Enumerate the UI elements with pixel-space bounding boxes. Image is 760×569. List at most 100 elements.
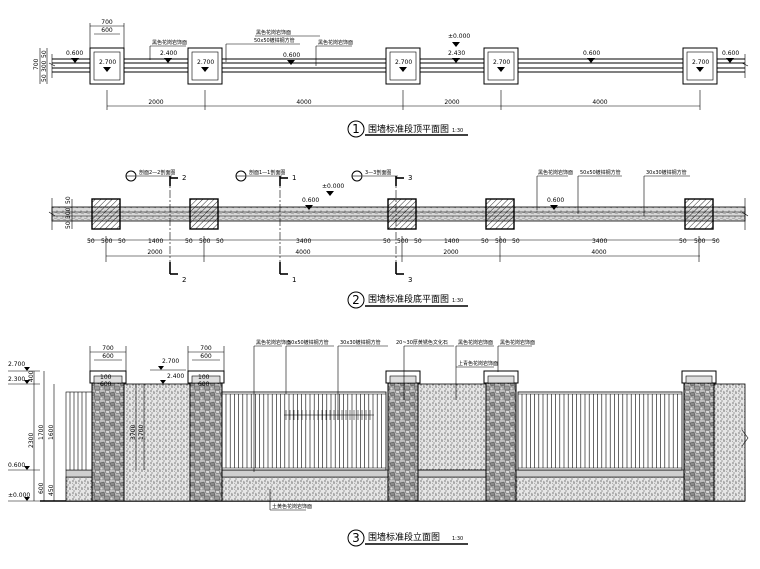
plan1-cap-5: 2.700 bbox=[692, 59, 709, 66]
plan1-elev-zero: ±0.000 bbox=[448, 33, 470, 40]
plan1-cap-3: 2.700 bbox=[395, 59, 412, 66]
left-dim-50b: 50 bbox=[41, 74, 48, 82]
plan2-span-1: 2000 bbox=[147, 249, 162, 256]
elev-mid-2400: 2.400 bbox=[167, 373, 184, 380]
elev-label-2: 50x50镀锌钢方管 bbox=[288, 339, 329, 346]
elev-top-dim-2: 600 bbox=[102, 353, 114, 360]
elev-label-5: 黑色花岗岩饰面 bbox=[458, 339, 493, 346]
cut-mark-2-bottom: 2 bbox=[182, 276, 186, 284]
plan2-title-number: 2 bbox=[352, 293, 360, 307]
elev-scale: 1:30 bbox=[452, 536, 463, 542]
plan1-label-mid: 50x50镀锌钢方管 bbox=[254, 37, 295, 44]
cut-mark-3-bottom: 3 bbox=[408, 276, 412, 284]
left-dim-700: 700 bbox=[33, 58, 40, 70]
cut-mark-1-bottom: 1 bbox=[292, 276, 296, 284]
sub-dim-2: 500 bbox=[101, 238, 113, 245]
elev-top-dim-3: 700 bbox=[200, 345, 212, 352]
sub-dim-11: 50 bbox=[414, 238, 422, 245]
elev-left-dim-600: 600 bbox=[38, 482, 45, 494]
plan1-span-2: 4000 bbox=[296, 99, 311, 106]
sub-dim-19: 50 bbox=[712, 238, 720, 245]
sub-dim-15: 50 bbox=[512, 238, 520, 245]
elev-left-zero: ±0.000 bbox=[8, 492, 30, 499]
elev-label-1: 黑色花岗岩饰面 bbox=[256, 339, 291, 346]
section-ref-1: 剖面1—1剖面图 bbox=[249, 169, 285, 176]
plan2-elev-wall-2: 0.600 bbox=[547, 197, 564, 204]
elev-left-dim-400: 400 bbox=[28, 370, 35, 382]
sub-dim-18: 500 bbox=[694, 238, 706, 245]
plan1-span-3: 2000 bbox=[444, 99, 459, 106]
pier-cap-dim-2: 600 bbox=[100, 381, 112, 388]
plan2-span-2: 4000 bbox=[295, 249, 310, 256]
plan1-elev-wall-4: 2.430 bbox=[448, 50, 465, 57]
plan1-label-left: 黑色花岗岩饰面 bbox=[152, 39, 187, 46]
left-dim-300: 300 bbox=[41, 60, 48, 72]
elev-label-3: 30x30镀锌钢方管 bbox=[340, 339, 381, 346]
plan2-elev-zero: ±0.000 bbox=[322, 183, 344, 190]
elev-left-dim-450: 450 bbox=[48, 484, 55, 496]
section-ref-3: 3—3剖面图 bbox=[365, 169, 391, 176]
sub-dim-14: 500 bbox=[495, 238, 507, 245]
sub-dim-9: 50 bbox=[383, 238, 391, 245]
cut-mark-3-top: 3 bbox=[408, 174, 412, 182]
plan2-scale: 1:30 bbox=[452, 298, 463, 304]
elev-top-dim-1: 700 bbox=[102, 345, 114, 352]
sub-dim-5: 50 bbox=[185, 238, 193, 245]
plan1-elev-wall-1: 0.600 bbox=[66, 50, 83, 57]
top-plan: 700 600 700 50 50 300 黑色花岗岩饰面 50x50镀锌钢方管… bbox=[33, 19, 749, 138]
elev-left-dim-1700: 1700 bbox=[38, 425, 45, 440]
plan2-span-4: 4000 bbox=[591, 249, 606, 256]
elev-left-dim-2300: 2300 bbox=[28, 433, 35, 448]
cut-mark-2-top: 2 bbox=[182, 174, 186, 182]
pier-cap-dim-4: 600 bbox=[198, 381, 210, 388]
plan1-title: 围墙标准段顶平面图 bbox=[368, 123, 449, 135]
plan1-span-4: 4000 bbox=[592, 99, 607, 106]
plan1-title-number: 1 bbox=[352, 122, 360, 136]
gap-dim-1700: 1700 bbox=[138, 425, 145, 440]
plan2-left-50b: 50 bbox=[65, 221, 72, 229]
elev-title: 围墙标准段立面图 bbox=[368, 531, 440, 543]
cut-mark-1-top: 1 bbox=[292, 174, 296, 182]
gap-dim-3700: 3700 bbox=[130, 425, 137, 440]
sub-dim-6: 500 bbox=[199, 238, 211, 245]
pier-inner-dim: 600 bbox=[101, 27, 113, 34]
plan2-title: 围墙标准段底平面图 bbox=[368, 293, 449, 305]
section-ref-2: 剖面2—2剖面图 bbox=[139, 169, 175, 176]
bottom-plan: 2 2 1 1 3 3 剖面2—2剖面图 剖面1—1剖面图 bbox=[48, 169, 749, 309]
plan2-label-c: 30x30镀锌钢方管 bbox=[646, 169, 687, 176]
pier-cap-dim-1: 100 bbox=[100, 374, 112, 381]
elev-top-dim-4: 600 bbox=[200, 353, 212, 360]
plan2-left-50a: 50 bbox=[65, 196, 72, 204]
sub-dim-7: 50 bbox=[216, 238, 224, 245]
pier-width-dim: 700 bbox=[101, 19, 113, 26]
elev-title-number: 3 bbox=[352, 531, 360, 545]
plan1-label-right: 黑色花岗岩饰面 bbox=[318, 39, 353, 46]
elev-mid-2700: 2.700 bbox=[162, 358, 179, 365]
left-dim-50a: 50 bbox=[41, 50, 48, 58]
elev-label-mid: 上青色花岗岩饰面 bbox=[458, 360, 498, 367]
sub-dim-17: 50 bbox=[679, 238, 687, 245]
sub-dim-4: 1400 bbox=[148, 238, 163, 245]
plan1-label-top: 黑色花岗岩饰面 bbox=[256, 29, 291, 36]
plan1-elev-wall-5: 0.600 bbox=[583, 50, 600, 57]
plan1-elev-wall-6: 0.600 bbox=[722, 50, 739, 57]
elev-label-6: 黑色花岗岩饰面 bbox=[500, 339, 535, 346]
elev-label-4: 20~30厚黄锈色文化石 bbox=[396, 339, 448, 346]
plan1-elev-wall-2: 2.400 bbox=[160, 50, 177, 57]
sub-dim-10: 500 bbox=[397, 238, 409, 245]
elev-left-dim-1600: 1600 bbox=[48, 425, 55, 440]
sub-dim-1: 50 bbox=[87, 238, 95, 245]
elev-left-2300: 2.300 bbox=[8, 376, 25, 383]
plan1-span-1: 2000 bbox=[148, 99, 163, 106]
elev-left-0600: 0.600 bbox=[8, 462, 25, 469]
elevation-view: 700 600 700 600 2.700 2.300 0.600 ±0.000… bbox=[8, 339, 749, 547]
sub-dim-16: 3400 bbox=[592, 238, 607, 245]
plan2-left-300: 300 bbox=[65, 207, 72, 219]
elev-left-2700: 2.700 bbox=[8, 361, 25, 368]
plan1-cap-1: 2.700 bbox=[99, 59, 116, 66]
plan2-span-3: 2000 bbox=[443, 249, 458, 256]
plan2-elev-wall-1: 0.600 bbox=[302, 197, 319, 204]
sub-dim-13: 50 bbox=[481, 238, 489, 245]
plan2-label-b: 50x50镀锌钢方管 bbox=[580, 169, 621, 176]
